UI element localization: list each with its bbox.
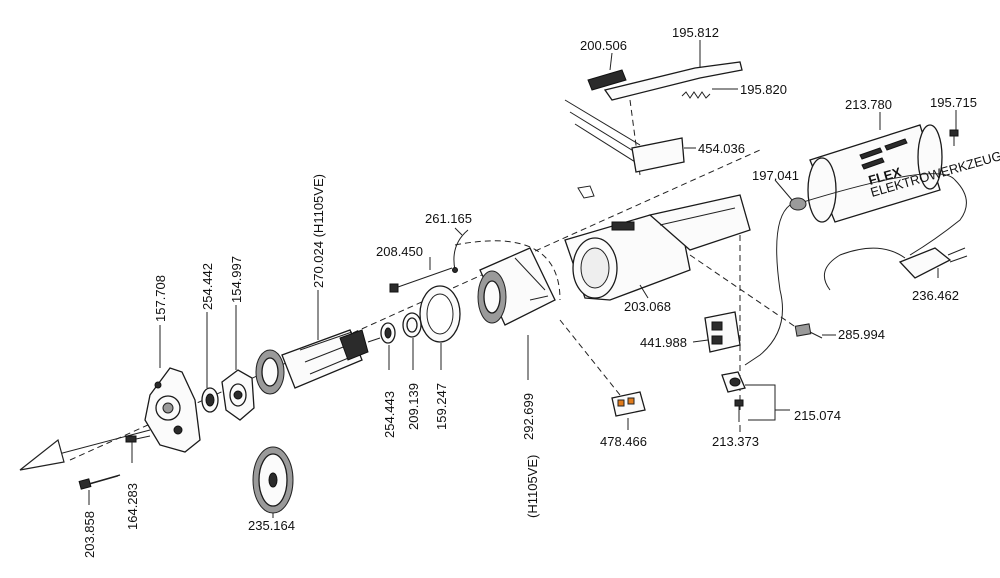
part-236462-power-cable [744, 173, 968, 366]
part-208450-long-screw [389, 267, 453, 293]
part-454036-cable-plate [564, 99, 685, 173]
part-235164-gear-wheel [252, 446, 294, 514]
label-254442: 254.442 [200, 263, 215, 310]
label-203068: 203.068 [624, 299, 671, 314]
label-208450: 208.450 [376, 244, 423, 259]
label-164283: 164.283 [125, 483, 140, 530]
assembly-axis-wire [454, 240, 561, 301]
label-292699-variant: (H1105VE) [525, 455, 540, 518]
part-203068-motor-housing [564, 194, 751, 301]
label-213373: 213.373 [712, 434, 759, 449]
label-478466: 478.466 [600, 434, 647, 449]
part-441988-switch [704, 311, 741, 353]
label-236462: 236.462 [912, 288, 959, 303]
label-200506: 200.506 [580, 38, 627, 53]
label-454036: 454.036 [698, 141, 745, 156]
part-154997-bearing-plate [221, 369, 255, 421]
part-157708-gear-housing [144, 367, 201, 453]
part-213373-screw [734, 399, 744, 422]
part-164283-screw [125, 435, 151, 443]
part-285994-carbon-brush [794, 323, 823, 339]
part-270024-armature [255, 329, 381, 395]
part-159247-washer [419, 285, 461, 343]
output-direction-arrow [19, 429, 151, 471]
part-195812-switch-lever [587, 61, 743, 101]
part-small-contact-clip [577, 185, 595, 199]
label-254443: 254.443 [382, 391, 397, 438]
assembly-axis-line [69, 149, 761, 461]
leader-lines [88, 40, 957, 518]
label-285994: 285.994 [838, 327, 885, 342]
part-197041-strain-relief [789, 197, 807, 211]
part-203858-screw [78, 474, 121, 490]
part-195820-spring [681, 91, 711, 99]
label-215074: 215.074 [794, 408, 841, 423]
label-270024: 270.024 (H1105VE) [311, 174, 326, 288]
part-195715-screw [949, 129, 959, 146]
label-292699: 292.699 [521, 393, 536, 440]
part-213780-motor-cover: FLEX ELEKTROWERKZEUGE [807, 124, 1000, 223]
part-215074-cable-clamp [721, 371, 746, 393]
assembly-axis-connector [559, 319, 621, 396]
label-197041: 197.041 [752, 168, 799, 183]
label-235164: 235.164 [248, 518, 295, 533]
part-261165-clip [452, 229, 469, 273]
label-203858: 203.858 [82, 511, 97, 558]
label-213780: 213.780 [845, 97, 892, 112]
part-478466-terminal-block [611, 391, 646, 417]
part-254443-bearing [380, 322, 396, 344]
label-195812: 195.812 [672, 25, 719, 40]
label-441988: 441.988 [640, 335, 687, 350]
label-157708: 157.708 [153, 275, 168, 322]
part-209139-sleeve [402, 312, 422, 338]
label-261165: 261.165 [425, 211, 472, 226]
label-159247: 159.247 [434, 383, 449, 430]
label-195715: 195.715 [930, 95, 977, 110]
label-209139: 209.139 [406, 383, 421, 430]
label-154997: 154.997 [229, 256, 244, 303]
part-292699-field-coil [477, 247, 556, 326]
part-254442-bearing [201, 387, 219, 413]
label-195820: 195.820 [740, 82, 787, 97]
